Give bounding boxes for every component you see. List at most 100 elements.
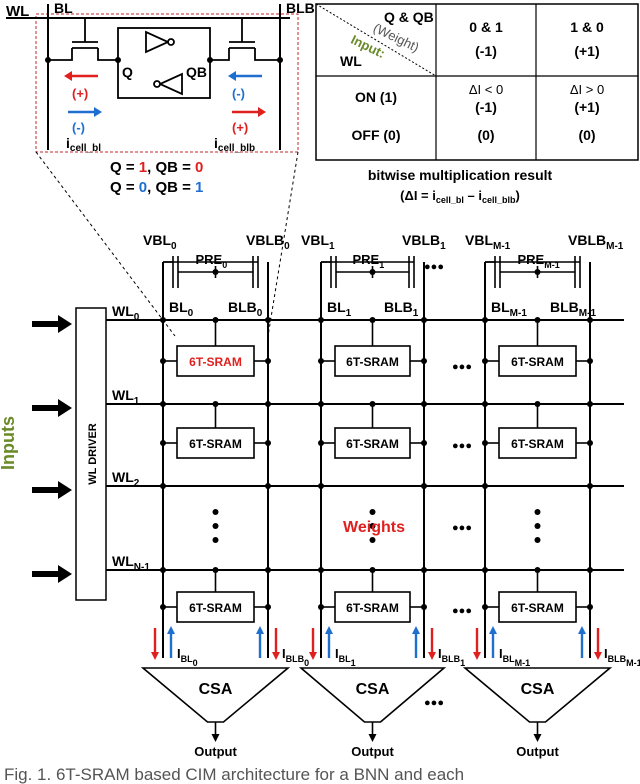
red-arrowhead [64, 71, 72, 81]
bitline-junction [421, 483, 427, 489]
sram-cell-label: 6T-SRAM [189, 355, 242, 369]
wordline-junction [534, 317, 541, 323]
csa-triangle [140, 667, 291, 723]
bitline-junction [265, 317, 271, 323]
col-header-top: 1 & 0 [570, 19, 604, 35]
bitline-junction [265, 401, 271, 407]
bitline-junction [265, 604, 271, 610]
bitline-junction [482, 358, 488, 364]
inset-plus-right: (+) [232, 120, 248, 135]
column-ellipsis: ●●● [452, 605, 472, 617]
bitline-junction [587, 604, 593, 610]
row-ellipsis-dot [369, 523, 376, 529]
sram-cell-box [334, 591, 411, 623]
iblb-label: IBLB0 [282, 646, 309, 668]
bitline-junction [482, 401, 488, 407]
inset-wl-label: WL [6, 3, 29, 20]
current-arrowhead [594, 652, 602, 660]
bitline-junction [318, 440, 324, 446]
table-cell-bottom: (-1) [475, 99, 497, 115]
current-arrowhead [489, 626, 497, 634]
csa-label: CSA [521, 681, 555, 698]
sram-cell-label: 6T-SRAM [189, 601, 242, 615]
bitline-junction [482, 483, 488, 489]
current-arrowhead [272, 652, 280, 660]
bitline-junction [318, 567, 324, 573]
wordline-label: WL1 [112, 387, 140, 407]
input-arrows [32, 315, 72, 583]
bitline-junction [421, 567, 427, 573]
inset-plus-left: (+) [72, 86, 88, 101]
column-ellipsis: ●●● [424, 697, 444, 709]
wordline-junction [212, 317, 219, 323]
inset-icell-bl: icell_bl [66, 135, 101, 154]
blb-label: BLB0 [228, 299, 263, 319]
inset-dashed-box [35, 13, 299, 153]
weights-label: Weights [343, 519, 405, 536]
bitline-junction [421, 317, 427, 323]
table-cell-bottom: (+1) [574, 99, 599, 115]
left-access-transistor [48, 18, 118, 61]
bitline-junction [421, 440, 427, 446]
wordline-label: WL0 [112, 303, 140, 323]
table-cell-top: ΔI < 0 [469, 82, 503, 97]
vblb-label: VBLB1 [402, 232, 446, 252]
table-formula: (ΔI = icell_bl – icell_blb) [400, 188, 520, 205]
wl-driver-label: WL DRIVER [87, 423, 99, 485]
wordline-junction [534, 401, 541, 407]
q-label: Q [122, 64, 133, 80]
output-arrowhead [533, 734, 542, 742]
wordline-junction [212, 567, 219, 573]
sram-cell-box [176, 427, 255, 459]
output-arrowhead [211, 734, 220, 742]
wordline-junction [369, 401, 376, 407]
bitline-junction [265, 483, 271, 489]
input-arrowhead [58, 399, 72, 417]
output-label: Output [516, 744, 559, 759]
row-label: ON (1) [355, 89, 397, 105]
bitline-junction [421, 604, 427, 610]
precharge-node [212, 269, 219, 275]
bitline-junction [318, 604, 324, 610]
bitline-junction [587, 440, 593, 446]
current-arrowhead [167, 626, 175, 634]
bitline-junction [421, 358, 427, 364]
csa-label: CSA [356, 681, 390, 698]
input-arrowhead [58, 565, 72, 583]
bitline-junction [265, 440, 271, 446]
col-header-top: 0 & 1 [469, 19, 503, 35]
bitline-junction [587, 483, 593, 489]
iblb-label: IBLBM-1 [604, 646, 640, 668]
csa-triangle [298, 667, 447, 723]
wl-driver-box [75, 307, 107, 601]
row-ellipsis-dot [534, 523, 541, 529]
wordline-junction [212, 401, 219, 407]
cross-coupled-inverters [117, 27, 211, 99]
red-arrowhead [258, 107, 266, 117]
blue-arrowhead [94, 107, 102, 117]
inset-node [45, 57, 51, 63]
sram-cell-box [176, 345, 255, 377]
bitline-junction [318, 401, 324, 407]
precharge-circuit [321, 256, 415, 288]
bitline-junction [482, 317, 488, 323]
bitline-junction [482, 567, 488, 573]
row-ellipsis-dot [369, 537, 376, 543]
table-cell-bottom: (0) [477, 127, 494, 143]
inputs-label: Inputs [0, 416, 18, 470]
bitline-junction [160, 401, 166, 407]
input-arrowhead [58, 315, 72, 333]
iblb-label: IBLB1 [438, 646, 465, 668]
col-header-bottom: (-1) [475, 43, 497, 59]
precharge-node [369, 269, 376, 275]
wordline-label: WLN-1 [112, 553, 150, 573]
sram-cell-label: 6T-SRAM [511, 601, 564, 615]
table-cell-bottom: (0) [578, 127, 595, 143]
sram-cell-label: 6T-SRAM [346, 355, 399, 369]
bitline-junction [160, 567, 166, 573]
vbl-label: VBL0 [143, 232, 177, 252]
output-arrowhead [368, 734, 377, 742]
column-ellipsis: ●●● [452, 361, 472, 373]
sram-cell-inset: WL BL BLB [6, 0, 315, 337]
